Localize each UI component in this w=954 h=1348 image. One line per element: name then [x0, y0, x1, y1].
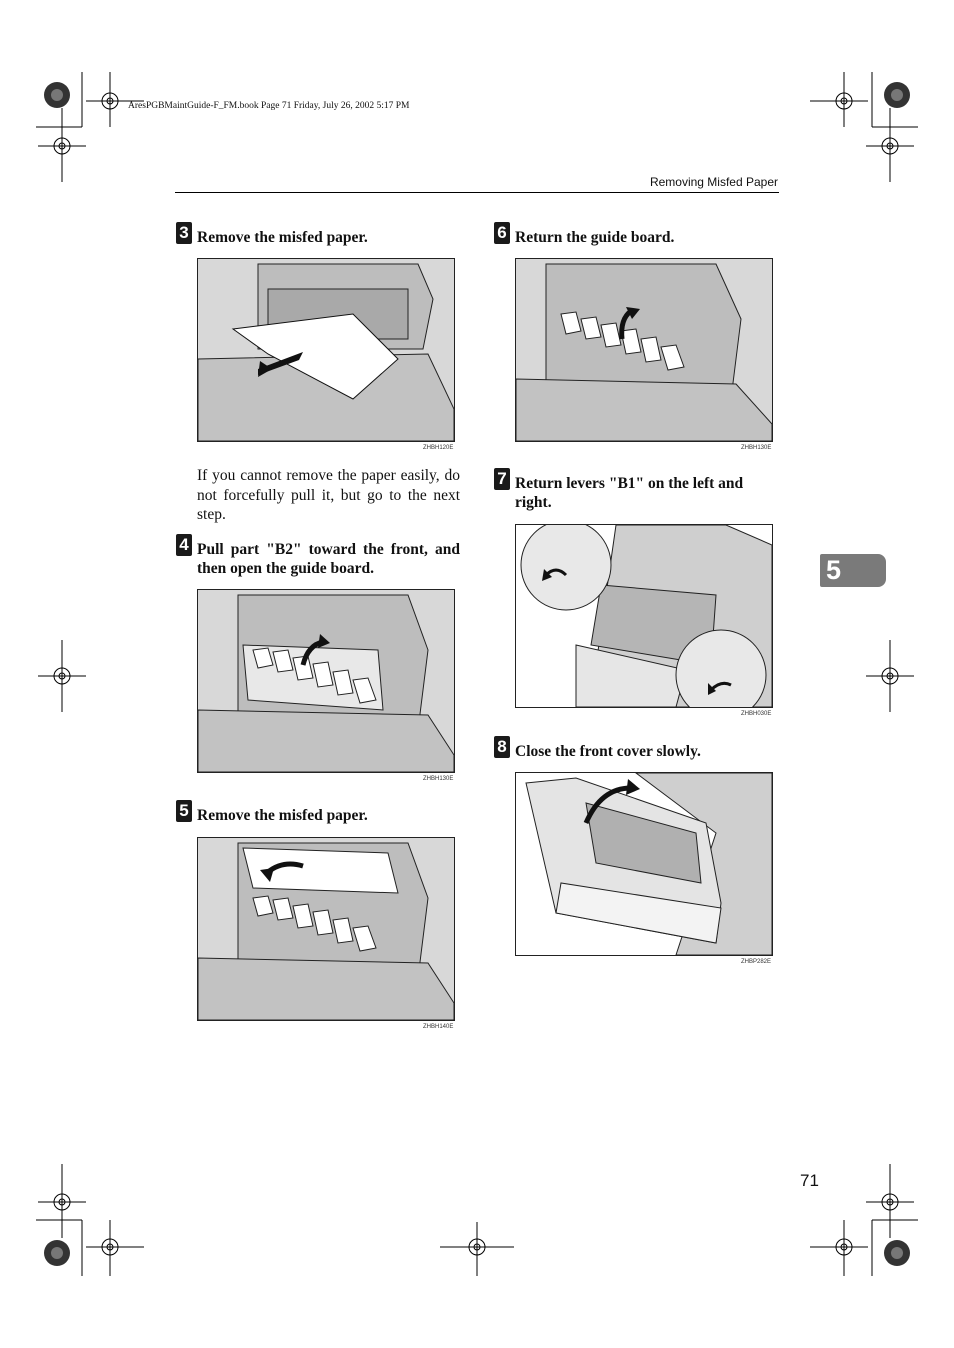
step-number: 4 [176, 534, 192, 556]
figure-code: ZHBP282E [741, 959, 772, 965]
step-number: 6 [494, 222, 510, 244]
step-instruction: Return the guide board. [515, 229, 675, 246]
section-header: Removing Misfed Paper [649, 175, 778, 189]
figure-close-front-cover [515, 772, 773, 956]
step-instruction: Pull part "B2" toward the front, and the… [197, 541, 460, 577]
step-number: 3 [176, 222, 192, 244]
step-number: 5 [176, 800, 192, 822]
step-instruction: Remove the misfed paper. [197, 229, 368, 246]
chapter-tab: 5 [820, 554, 886, 587]
figure-code: ZHBH140E [423, 1024, 454, 1030]
page-number: 71 [800, 1171, 819, 1190]
step-instruction: Return levers "B1" on the left and right… [515, 475, 744, 511]
step-instruction: Close the front cover slowly. [515, 743, 701, 760]
figure-return-levers [515, 524, 773, 708]
figure-remove-paper [197, 258, 455, 442]
header-rule [175, 192, 779, 193]
figure-code: ZHBH130E [741, 445, 772, 451]
figure-open-guide-board [197, 589, 455, 773]
step-number: 7 [494, 468, 510, 490]
step-note: If you cannot remove the paper easily, d… [197, 467, 460, 523]
step-instruction: Remove the misfed paper. [197, 807, 368, 824]
file-info: AresPGBMaintGuide-F_FM.book Page 71 Frid… [128, 101, 410, 111]
chapter-tab-label: 5 [826, 555, 842, 585]
step-number: 8 [494, 736, 510, 758]
figure-code: ZHBH120E [423, 445, 454, 451]
figure-return-guide-board [515, 258, 773, 442]
figure-code: ZHBH130E [423, 776, 454, 782]
figure-remove-paper-guide [197, 837, 455, 1021]
figure-code: ZHBH030E [741, 711, 772, 717]
